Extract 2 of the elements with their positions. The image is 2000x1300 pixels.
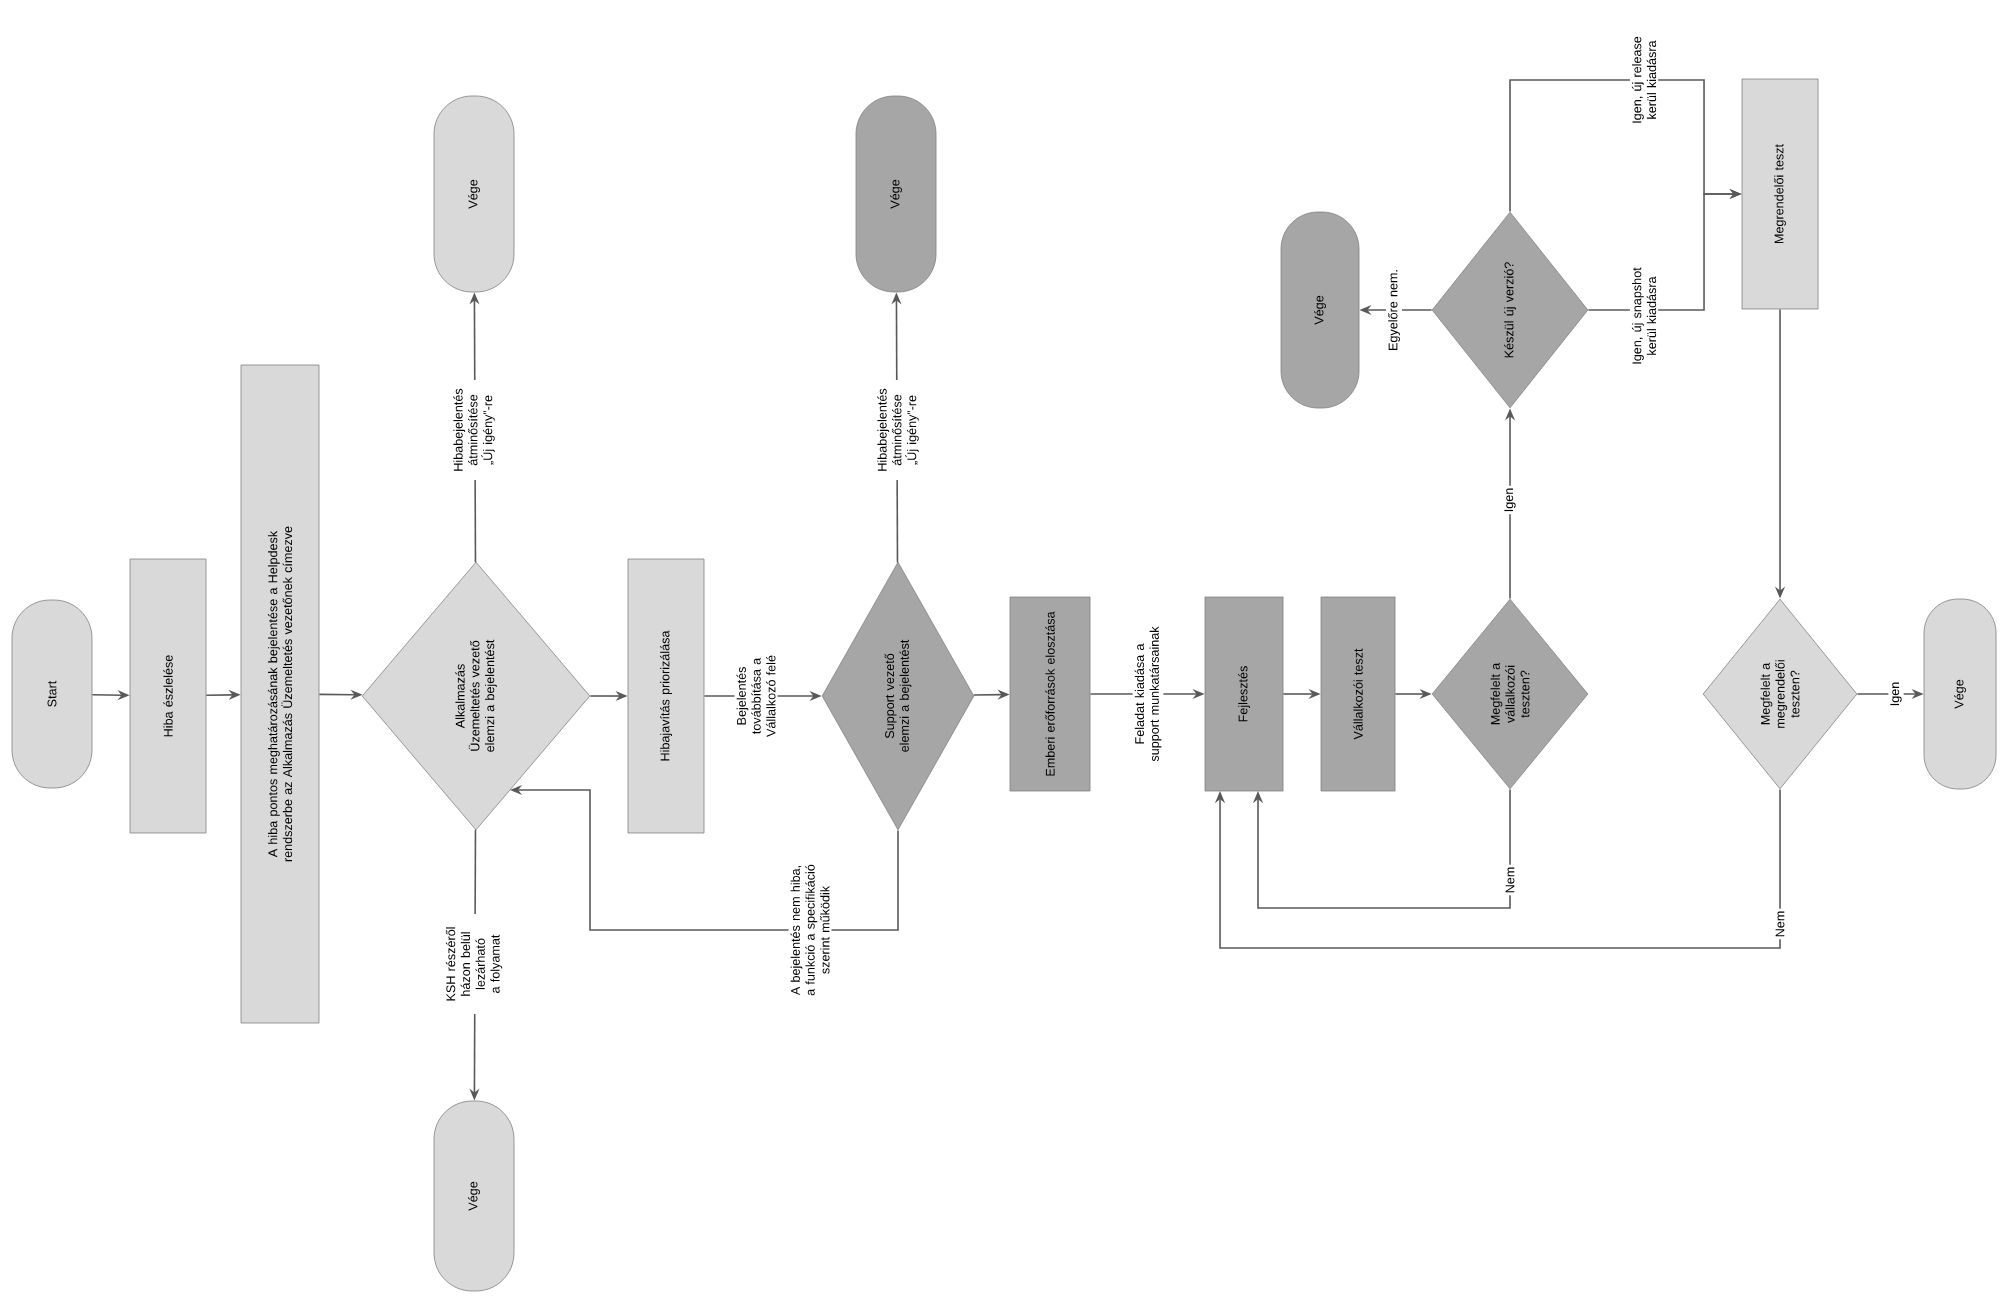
arrow: [1252, 788, 1511, 909]
arrow: [1214, 788, 1781, 949]
